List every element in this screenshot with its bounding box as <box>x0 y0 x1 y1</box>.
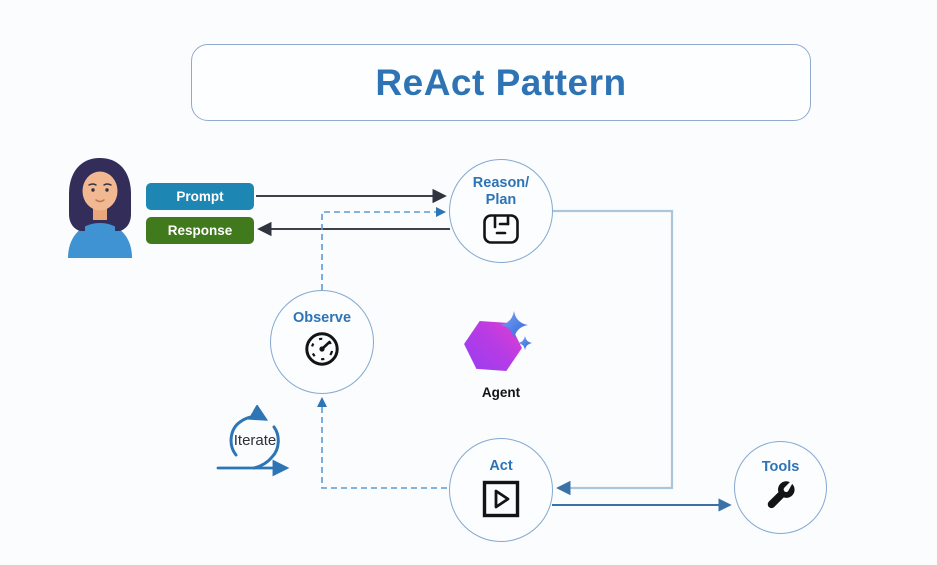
node-act: Act <box>449 438 553 542</box>
agent-hexagon-sparkles-icon <box>464 311 532 371</box>
tools-label: Tools <box>761 459 800 475</box>
response-button[interactable]: Response <box>146 217 254 244</box>
node-reason-plan: Reason/ Plan <box>449 159 553 263</box>
prompt-button-label: Prompt <box>176 189 224 204</box>
act-label: Act <box>489 458 513 474</box>
observe-label: Observe <box>292 310 352 326</box>
reason-plan-label-line1: Reason/ <box>472 175 530 191</box>
strategy-icon <box>483 214 519 245</box>
reason-plan-label-line2: Plan <box>485 192 517 209</box>
user-avatar <box>68 158 132 258</box>
page-title: ReAct Pattern <box>375 61 627 103</box>
play-icon <box>482 480 520 518</box>
gauge-icon <box>305 332 339 366</box>
arrow-act-to-observe-dashed <box>316 396 447 489</box>
iterate-label: Iterate <box>233 432 277 449</box>
reason-plan-label: Reason/ Plan <box>473 175 529 209</box>
prompt-button[interactable]: Prompt <box>146 183 254 210</box>
arrow-observe-to-reason-dashed <box>321 206 447 290</box>
iterate-loop-icon <box>216 405 290 477</box>
wrench-icon <box>767 481 795 509</box>
line-reason-to-act <box>553 209 674 496</box>
node-observe: Observe <box>270 290 374 394</box>
agent-label: Agent <box>481 385 521 400</box>
node-tools: Tools <box>734 441 827 534</box>
title-box: ReAct Pattern <box>191 44 811 121</box>
response-button-label: Response <box>167 223 233 238</box>
